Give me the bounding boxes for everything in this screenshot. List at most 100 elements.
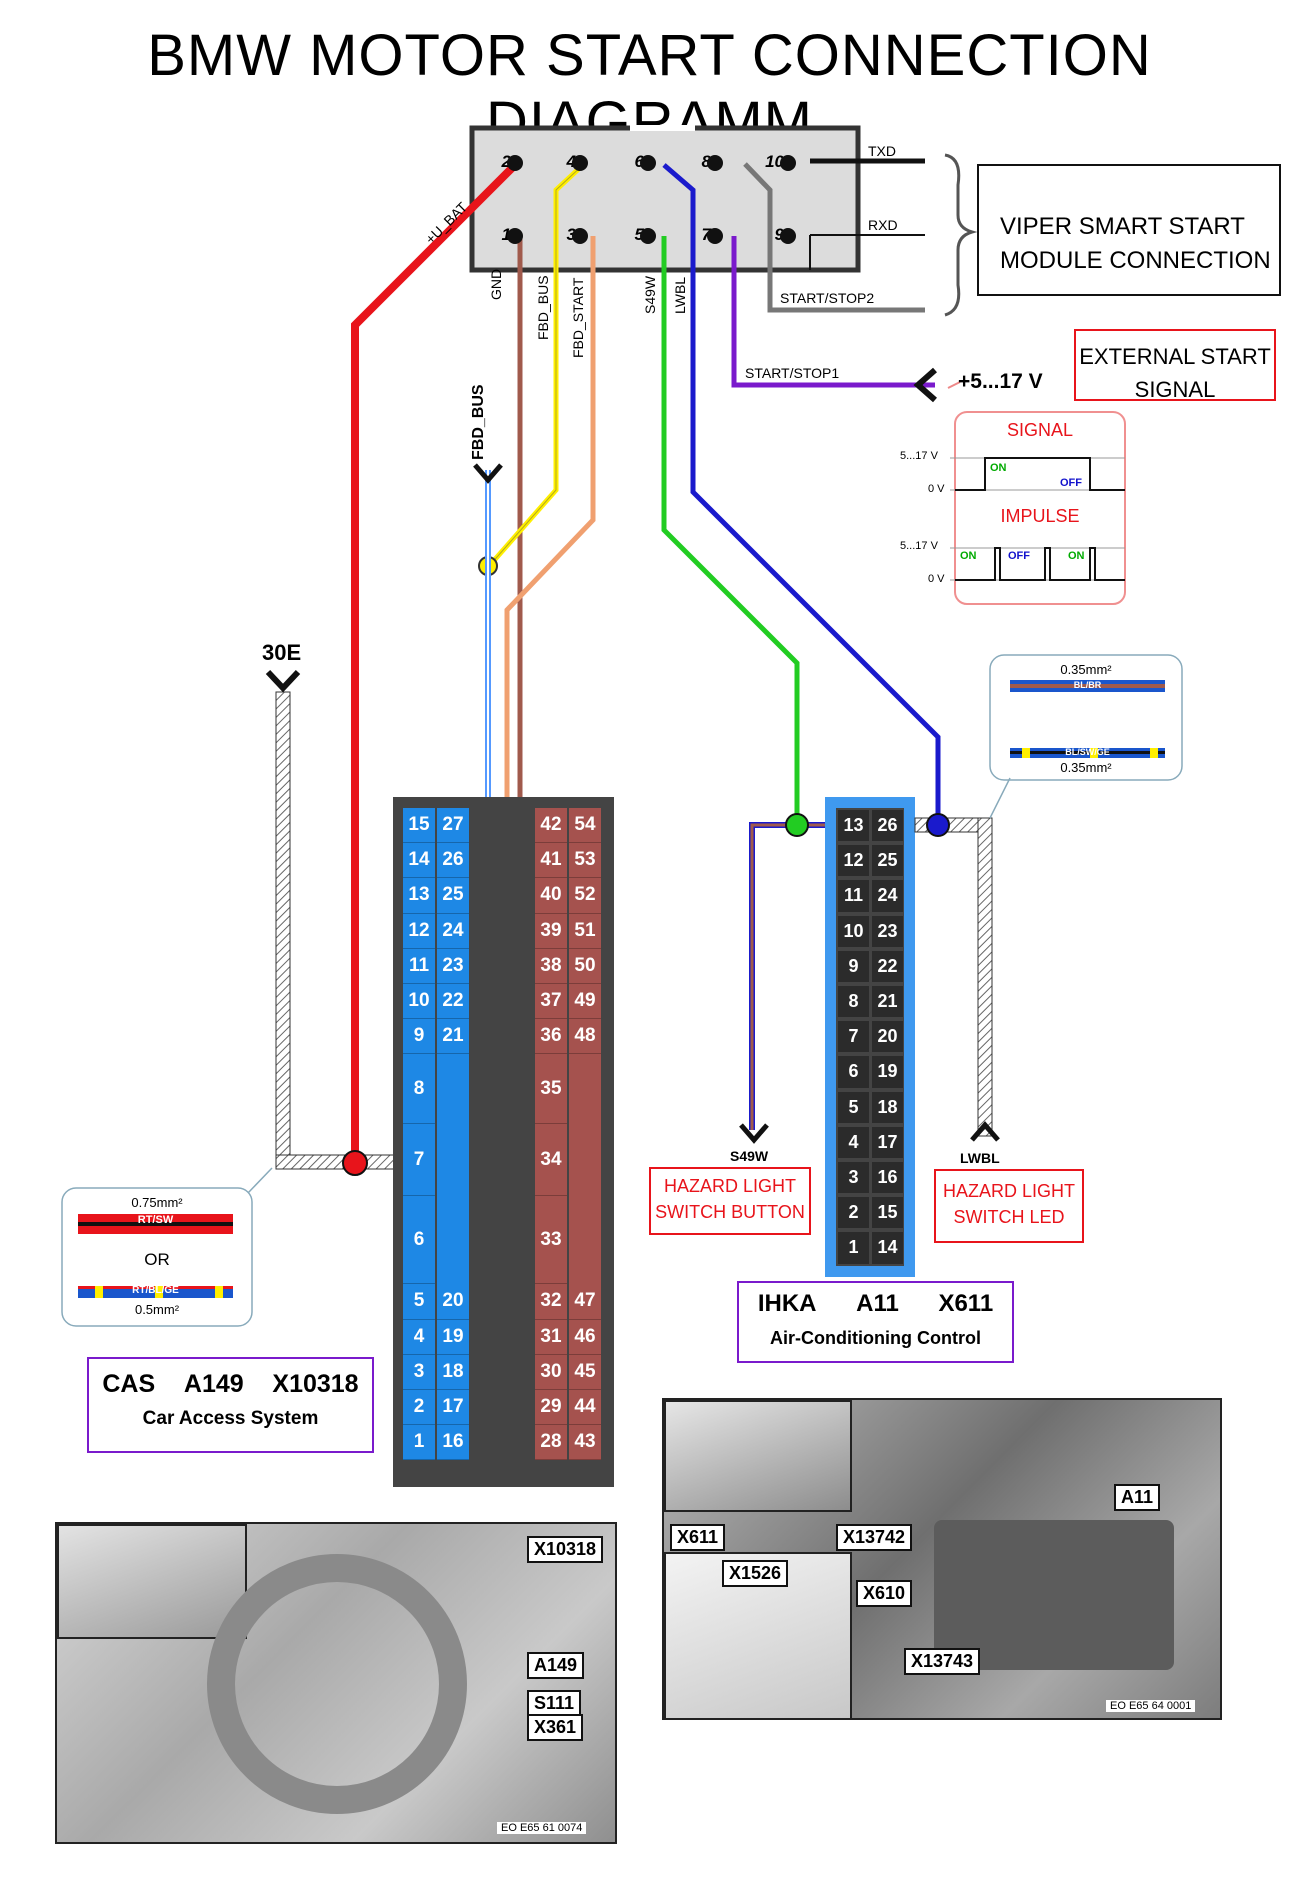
cas-pin: 20 — [437, 1284, 469, 1320]
tag-x10318: X10318 — [527, 1536, 604, 1563]
cas-pin: 53 — [569, 843, 601, 879]
cas-pin: 23 — [437, 948, 469, 984]
tag-x1526: X1526 — [722, 1560, 789, 1587]
cas-pin: 38 — [535, 948, 567, 984]
label-s49w: S49W — [642, 275, 658, 314]
ihka-pin: 26 — [872, 810, 903, 842]
tag-x361: X361 — [527, 1714, 584, 1741]
viper-pin-dot — [572, 228, 588, 244]
cas-pin: 41 — [535, 843, 567, 879]
cas-subtitle: Car Access System — [142, 1408, 319, 1429]
cas-pin: 47 — [569, 1284, 601, 1320]
photo-right-code: EO E65 64 0001 — [1106, 1700, 1196, 1712]
cas-pin: 32 — [535, 1284, 567, 1320]
cas-pin: 14 — [403, 843, 435, 879]
tag-a149: A149 — [527, 1652, 585, 1679]
hazard-button-box — [649, 1167, 811, 1235]
label-start-stop1: START/STOP1 — [745, 365, 840, 381]
viper-pin-label: 1 — [487, 225, 511, 245]
cas-pin: 3 — [403, 1354, 435, 1390]
viper-pin-label: 7 — [687, 225, 711, 245]
splice-lwbl — [926, 813, 950, 837]
page-title: BMW MOTOR START CONNECTION DIAGRAMM — [147, 23, 1152, 155]
label-fbd-start: FBD_START — [570, 277, 586, 358]
viper-pin-label: 4 — [552, 152, 576, 172]
wire-start-stop2 — [743, 162, 925, 313]
ihka-pin: 6 — [838, 1056, 869, 1088]
cas-pin: 16 — [437, 1425, 469, 1461]
cas-pin: 36 — [535, 1019, 567, 1055]
cas-pin: 22 — [437, 984, 469, 1020]
ihka-pin: 3 — [838, 1162, 869, 1194]
tag-x13742: X13742 — [836, 1524, 913, 1551]
hazard-led-label: HAZARD LIGHT SWITCH LED — [935, 1178, 1083, 1230]
signal-chart-box — [954, 411, 1126, 605]
arrow-s49w — [739, 1123, 769, 1144]
viper-label-line1: VIPER SMART START — [1000, 213, 1245, 240]
cas-pin: 54 — [569, 808, 601, 844]
viper-label-line2: MODULE CONNECTION — [1000, 247, 1271, 274]
viper-pin-dot — [640, 155, 656, 171]
ihka-pin: 17 — [872, 1126, 903, 1158]
hazard-button-label: HAZARD LIGHT SWITCH BUTTON — [650, 1173, 810, 1225]
cas-pin: 28 — [535, 1425, 567, 1461]
cas-pin: 12 — [403, 913, 435, 949]
viper-pin-dot — [572, 155, 588, 171]
ext-label-line1: EXTERNAL START — [1079, 344, 1271, 369]
spec-left-color-top: RT/SW — [137, 1214, 174, 1226]
impulse-title: IMPULSE — [1000, 506, 1080, 526]
cas-pin: 42 — [535, 808, 567, 844]
cas-pin: 17 — [437, 1390, 469, 1426]
ihka-pin: 24 — [872, 880, 903, 912]
spec-left-or: OR — [144, 1250, 170, 1269]
impulse-wave — [955, 547, 1125, 581]
cas-pin: 25 — [437, 878, 469, 914]
signal-wave — [955, 457, 1125, 491]
cas-pin: 21 — [437, 1019, 469, 1055]
cas-pin: 46 — [569, 1319, 601, 1355]
wire-start-stop1 — [731, 236, 935, 388]
tag-x611: X611 — [670, 1524, 726, 1551]
viper-pin-dot — [780, 155, 796, 171]
wire-ubat-red — [351, 160, 520, 1163]
ihka-pin: 1 — [838, 1232, 869, 1264]
ihka-pin: 9 — [838, 950, 869, 982]
cas-pin: 45 — [569, 1354, 601, 1390]
cas-pin: 37 — [535, 984, 567, 1020]
cas-pin: 33 — [535, 1196, 567, 1285]
cas-pin: 18 — [437, 1354, 469, 1390]
external-signal-box — [1074, 329, 1276, 401]
ihka-pin: 2 — [838, 1197, 869, 1229]
cas-pin: 29 — [535, 1390, 567, 1426]
cas-pin: 50 — [569, 948, 601, 984]
ihka-title-ihka: IHKA — [757, 1290, 817, 1317]
arrow-lwbl — [970, 1121, 1000, 1142]
wire-30e — [275, 691, 291, 1163]
ihka-pin: 13 — [838, 810, 869, 842]
viper-pin-label: 2 — [487, 152, 511, 172]
impulse-vlow: 0 V — [928, 573, 945, 585]
cas-pin: 10 — [403, 984, 435, 1020]
viper-pin-dot — [507, 155, 523, 171]
ihka-s49w: S49W — [730, 1148, 769, 1164]
viper-pin-dot — [780, 228, 796, 244]
label-gnd: GND — [488, 268, 504, 300]
ext-voltage: +5...17 V — [958, 370, 1043, 393]
cas-pin: 43 — [569, 1425, 601, 1461]
ihka-label-box — [737, 1281, 1014, 1363]
cas-pin: 4 — [403, 1319, 435, 1355]
cas-blue-filler — [437, 1054, 469, 1285]
cas-pin: 34 — [535, 1124, 567, 1197]
impulse-off: OFF — [1008, 550, 1030, 562]
label-lwbl: LWBL — [672, 276, 688, 314]
viper-pin-dot — [507, 228, 523, 244]
spec-left-size-bottom: 0.5mm² — [134, 1302, 180, 1317]
viper-pin-label: 5 — [620, 225, 644, 245]
ihka-title: IHKA A11 X611 — [738, 1290, 1013, 1318]
label-fbd-bus: FBD_BUS — [470, 384, 487, 460]
signal-title: SIGNAL — [1006, 420, 1074, 440]
cas-pin: 48 — [569, 1019, 601, 1055]
ihka-pin: 12 — [838, 845, 869, 877]
ihka-pin: 15 — [872, 1197, 903, 1229]
steering-wheel-shape — [207, 1554, 467, 1814]
